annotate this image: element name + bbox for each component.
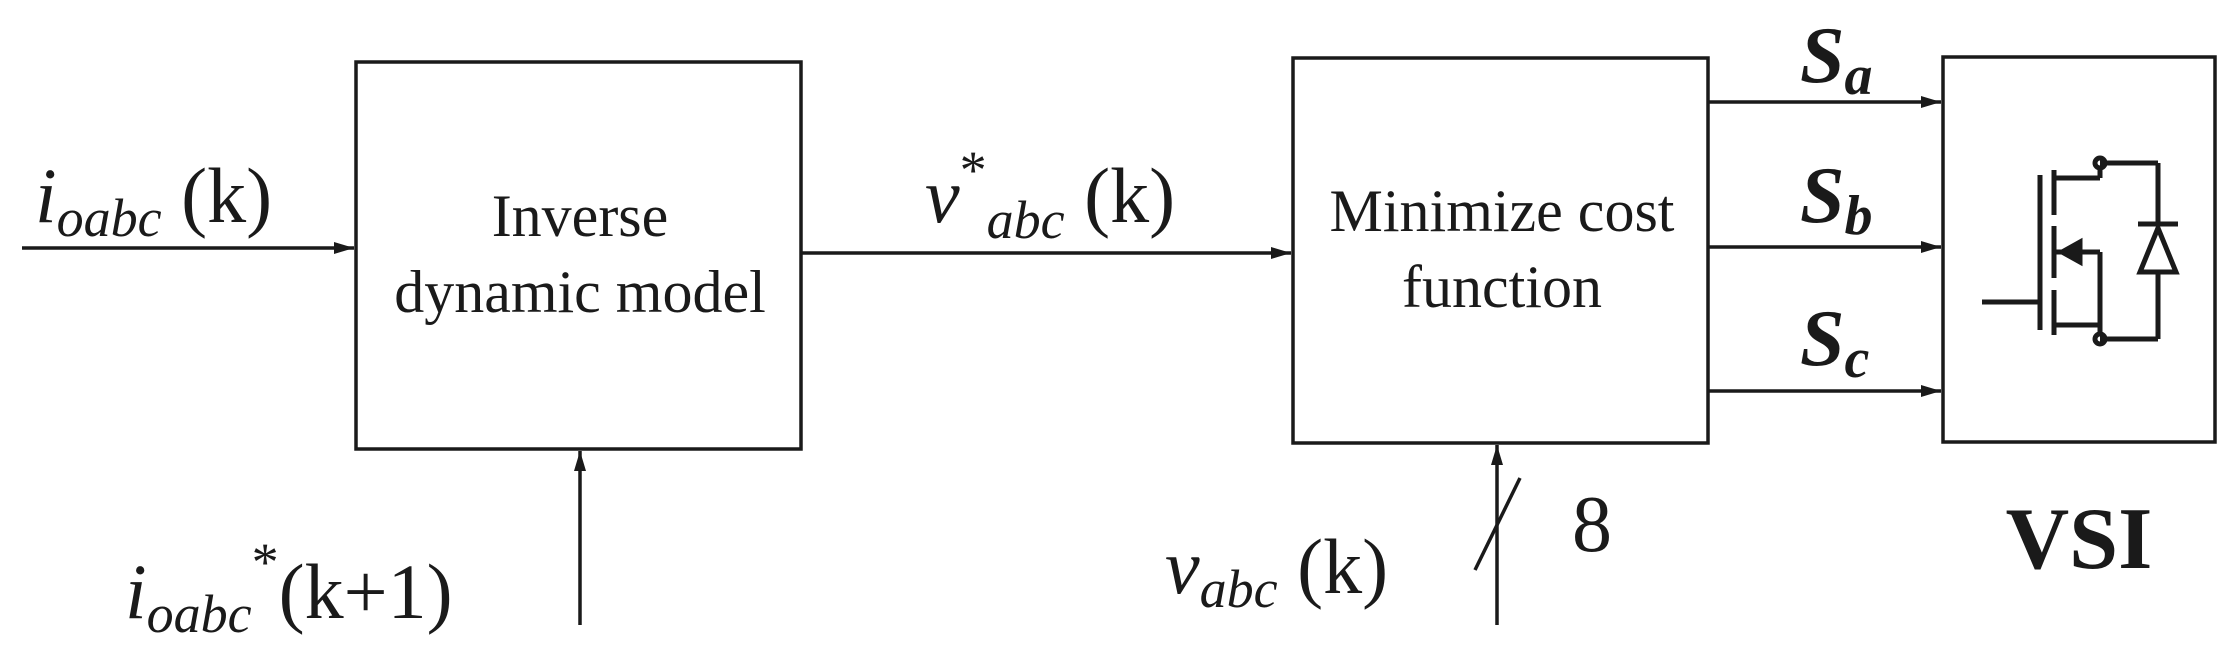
bus-width-slash [1473, 477, 1522, 571]
switch-b-base: S [1800, 152, 1845, 240]
input-current-sub: oabc [57, 188, 162, 248]
measured-voltage-sub: abc [1200, 559, 1278, 619]
input-current-base: i [35, 152, 57, 239]
vsi-label: VSI [2006, 491, 2153, 588]
measured-voltage-base: v [1165, 523, 1200, 610]
switch-a-label: Sa [1800, 12, 1873, 107]
switch-a-base: S [1800, 12, 1845, 100]
reference-voltage-label: v*abc (k) [925, 140, 1175, 250]
switch-c-base: S [1800, 295, 1845, 383]
cost-function-block [1291, 56, 1710, 445]
reference-current-sub: oabc [147, 584, 252, 644]
reference-current-label: ioabc*(k+1) [125, 532, 453, 644]
switch-c-sub: c [1845, 328, 1870, 390]
reference-voltage-arg: (k) [1065, 152, 1175, 239]
switch-b-label: Sb [1800, 152, 1873, 247]
inverse-model-block [354, 60, 803, 451]
measured-voltage-arg: (k) [1278, 523, 1388, 610]
reference-current-arg: (k+1) [279, 548, 453, 635]
switch-a-sub: a [1845, 45, 1873, 107]
switch-b-sub: b [1845, 185, 1873, 247]
measured-voltage-label: vabc (k) [1165, 523, 1388, 619]
input-current-label: ioabc (k) [35, 152, 272, 248]
inverse-model-label-line1: Inverse [492, 183, 669, 249]
switch-c-label: Sc [1800, 295, 1870, 390]
input-current-arg: (k) [162, 152, 272, 239]
reference-current-sup: * [252, 532, 279, 592]
cost-function-label-line2: function [1402, 254, 1602, 320]
inverse-model-label-line2: dynamic model [394, 259, 766, 325]
mosfet-diode-icon [1982, 155, 2180, 347]
reference-voltage-sub: abc [987, 190, 1065, 250]
reference-voltage-base: v [925, 152, 960, 239]
bus-width-label: 8 [1572, 481, 1612, 569]
reference-voltage-sup: * [960, 140, 987, 200]
cost-function-label-line1: Minimize cost [1330, 178, 1675, 244]
reference-current-base: i [125, 548, 147, 635]
